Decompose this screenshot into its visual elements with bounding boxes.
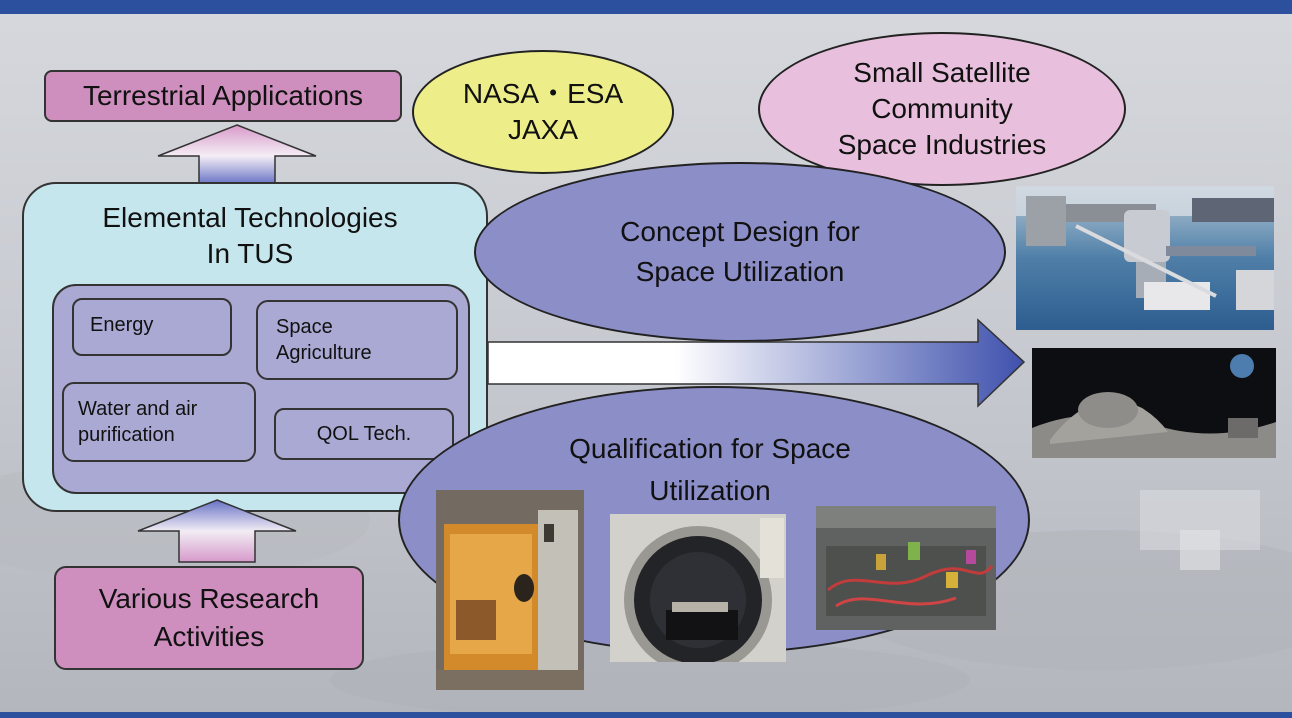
lab-photo (436, 490, 584, 690)
tech-space-agriculture: Space Agriculture (256, 300, 458, 380)
space-station-photo (1016, 186, 1274, 330)
up-arrow-top (157, 124, 317, 188)
community-label: Small Satellite Community Space Industri… (837, 57, 1047, 160)
concept-design-ellipse: Concept Design for Space Utilization (474, 162, 1006, 342)
concept-design-label: Concept Design for Space Utilization (620, 216, 860, 287)
circuit-board-photo (816, 506, 996, 630)
right-arrow (488, 318, 1026, 408)
vacuum-chamber-photo (610, 514, 786, 662)
top-banner (0, 0, 1292, 14)
qualification-label: Qualification for Space Utilization (569, 433, 851, 506)
elemental-technologies-title: Elemental Technologies In TUS (102, 202, 398, 269)
agencies-label: NASA・ESA JAXA (462, 78, 624, 145)
tech-water-air-purification: Water and air purification (62, 382, 256, 462)
up-arrow-bottom (137, 499, 297, 563)
terrestrial-applications-box: Terrestrial Applications (44, 70, 402, 122)
tech-qol: QOL Tech. (274, 408, 454, 460)
terrestrial-applications-label: Terrestrial Applications (82, 80, 364, 111)
lunar-base-photo (1032, 348, 1276, 458)
community-ellipse: Small Satellite Community Space Industri… (758, 32, 1126, 186)
research-activities-box: Various Research Activities (54, 566, 364, 670)
tech-energy: Energy (72, 298, 232, 356)
bottom-banner (0, 712, 1292, 718)
research-activities-label: Various Research Activities (98, 583, 320, 652)
agencies-ellipse: NASA・ESA JAXA (412, 50, 674, 174)
